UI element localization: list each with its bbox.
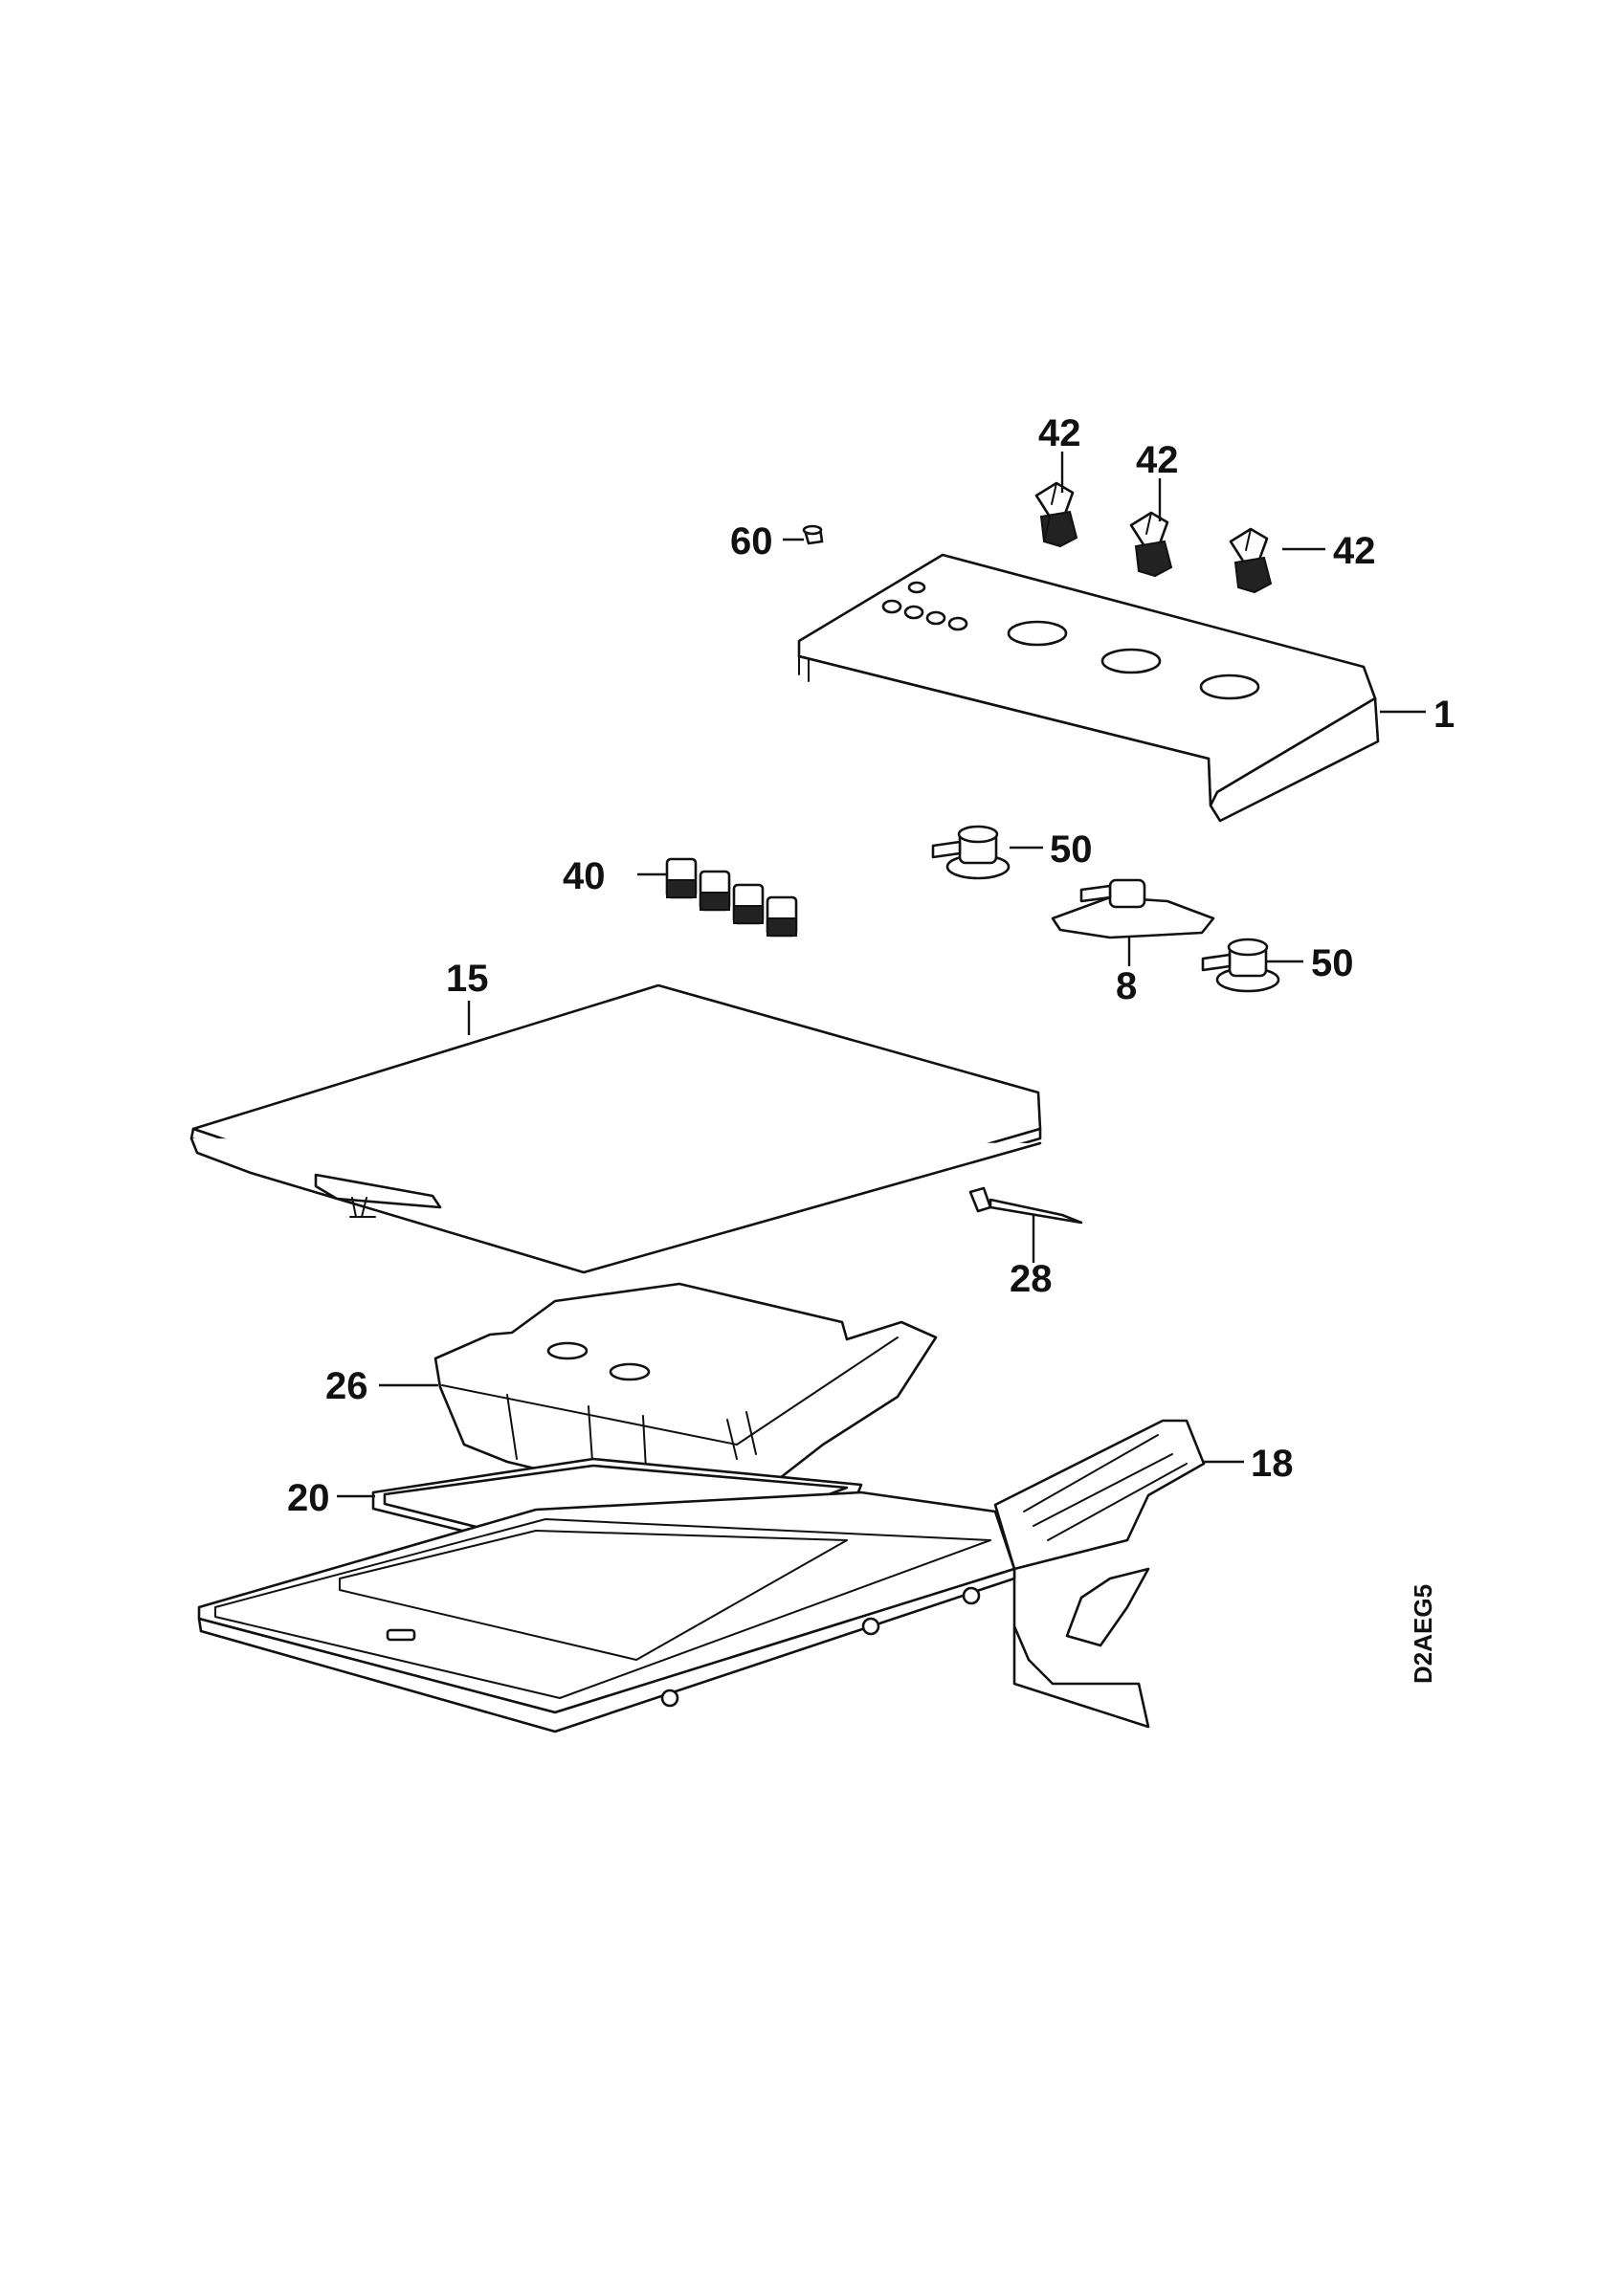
callout-60: 60: [730, 520, 773, 563]
callout-20: 20: [287, 1477, 330, 1519]
callout-50-bottom: 50: [1311, 942, 1354, 984]
callout-1: 1: [1433, 694, 1455, 736]
callout-40: 40: [563, 855, 606, 897]
diagram-code: D2AEG5: [1409, 1584, 1437, 1684]
hose-connector-50-bottom: [1201, 938, 1280, 993]
drawer-support-18: [993, 1419, 1206, 1729]
callout-42-right: 42: [1333, 530, 1376, 572]
knob-42-middle: [1129, 511, 1173, 578]
callout-42-middle: 42: [1136, 439, 1179, 481]
callout-18: 18: [1251, 1443, 1294, 1485]
lid-15: [189, 983, 1042, 1274]
valve-bracket-8: [1051, 878, 1215, 939]
plug-60: [802, 524, 824, 545]
top-frame: [197, 1490, 1016, 1733]
detergent-drawer-26: [433, 1282, 938, 1506]
leader-lines: [337, 452, 1426, 1498]
knob-42-left: [1034, 481, 1078, 548]
hose-connector-50-top: [931, 825, 1011, 880]
pin-28: [968, 1186, 1083, 1225]
callout-8: 8: [1116, 965, 1137, 1007]
callout-50-top: 50: [1050, 828, 1093, 871]
callout-42-left: 42: [1038, 412, 1081, 454]
button-set-40: [665, 857, 798, 938]
callout-28: 28: [1010, 1258, 1053, 1300]
knob-42-right: [1229, 527, 1273, 594]
control-panel-1: [797, 553, 1380, 823]
callout-15: 15: [446, 958, 489, 1000]
callout-26: 26: [325, 1365, 368, 1407]
